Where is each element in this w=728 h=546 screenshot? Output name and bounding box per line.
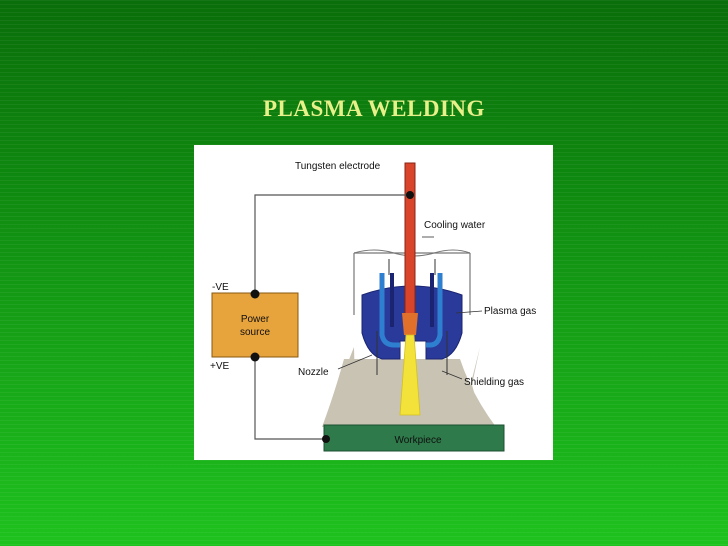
electrode-connection — [406, 191, 414, 199]
nozzle-label: Nozzle — [298, 367, 329, 378]
terminal-positive — [250, 352, 260, 362]
tungsten-electrode — [404, 162, 416, 334]
wire-positive — [254, 357, 326, 440]
workpiece-label: Workpiece — [394, 435, 441, 446]
shielding-gas-label: Shielding gas — [464, 377, 524, 388]
cooling-water-label: Cooling water — [424, 220, 486, 231]
slide-title: PLASMA WELDING — [263, 96, 485, 121]
plasma-arc — [399, 334, 421, 416]
positive-terminal-label: +VE — [210, 361, 230, 372]
tungsten-electrode-label: Tungsten electrode — [295, 161, 381, 172]
cooling-channel-right — [426, 273, 443, 348]
workpiece-connection — [322, 435, 330, 443]
plasma-gas-leader — [455, 310, 483, 314]
power-source-label-line1: Power — [241, 314, 270, 325]
plasma-welding-diagram: Workpiece Power source -VE +VE Tungsten … — [194, 145, 553, 460]
wire-negative — [254, 194, 410, 293]
negative-terminal-label: -VE — [212, 282, 229, 293]
plasma-gas-label: Plasma gas — [484, 306, 536, 317]
nozzle-leader — [337, 354, 373, 370]
electrode-tip — [402, 313, 418, 335]
power-source-box — [211, 292, 299, 358]
shielding-gas-leader — [441, 370, 463, 380]
cooling-channel-left — [379, 273, 400, 348]
diagram-svg: Workpiece Power source -VE +VE Tungsten … — [210, 161, 536, 452]
power-source-label-line2: source — [240, 327, 270, 338]
terminal-negative — [250, 289, 260, 299]
